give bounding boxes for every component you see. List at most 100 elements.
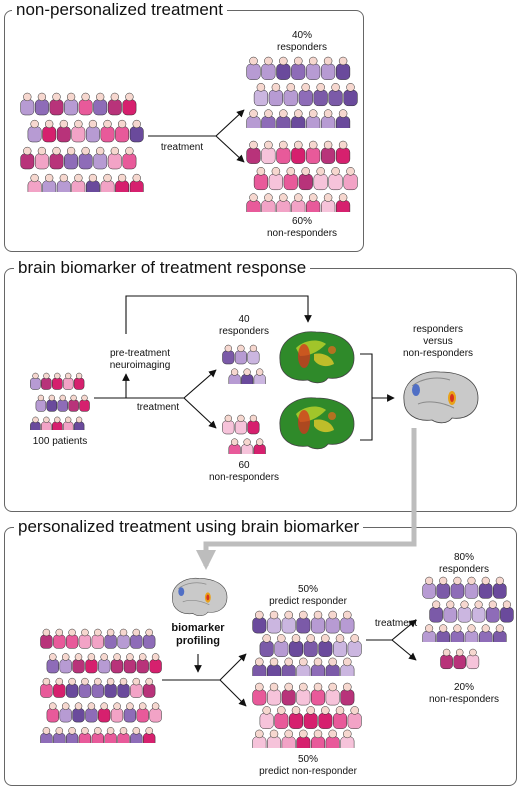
person-icon <box>486 600 500 623</box>
panel3-nonresponders-pct: 20% <box>453 682 475 693</box>
person-icon <box>222 344 235 365</box>
person-icon <box>136 653 149 674</box>
crowd-panel1-responders <box>246 56 358 128</box>
person-icon <box>464 576 479 599</box>
crowd-panel1-nonresponders <box>246 140 358 212</box>
person-icon <box>78 92 93 116</box>
person-icon <box>30 416 41 430</box>
person-icon <box>59 653 72 674</box>
person-icon <box>130 677 143 698</box>
person-icon <box>228 438 241 454</box>
person-icon <box>289 634 304 657</box>
person-icon <box>85 173 100 192</box>
person-icon <box>78 628 92 649</box>
person-icon <box>247 344 260 365</box>
panel3-nonresponders-label: non-responders <box>428 694 500 705</box>
person-icon <box>91 628 104 649</box>
person-icon <box>306 193 321 212</box>
person-icon <box>281 657 296 676</box>
person-icon <box>276 193 291 212</box>
panel2-nonresponders-label: non-responders <box>208 472 280 483</box>
person-icon <box>306 56 321 80</box>
person-icon <box>291 56 306 80</box>
person-icon <box>42 173 57 192</box>
person-icon <box>85 119 100 143</box>
person-icon <box>222 414 235 435</box>
person-icon <box>296 729 311 748</box>
person-icon <box>325 682 340 706</box>
person-icon <box>93 146 108 170</box>
panel3-responders-label: responders <box>438 564 490 575</box>
person-icon <box>57 394 68 412</box>
person-icon <box>228 368 241 384</box>
panel1-treatment-label: treatment <box>160 142 204 153</box>
person-icon <box>296 682 311 706</box>
person-icon <box>252 729 267 748</box>
brain-map-nonresponders <box>279 397 355 450</box>
person-icon <box>325 729 340 748</box>
person-icon <box>252 657 267 676</box>
person-icon <box>136 702 149 723</box>
person-icon <box>246 56 261 80</box>
person-icon <box>246 109 261 128</box>
person-icon <box>42 119 57 143</box>
panel1-nonresponders-pct: 60% <box>291 216 313 227</box>
person-icon <box>443 600 458 623</box>
person-icon <box>117 628 130 649</box>
person-icon <box>321 193 336 212</box>
person-icon <box>321 56 336 80</box>
crowd-panel3-responders <box>422 576 514 642</box>
brain-map-responders <box>279 331 355 384</box>
person-icon <box>436 576 450 599</box>
person-icon <box>110 702 124 723</box>
person-icon <box>64 146 78 170</box>
person-icon <box>471 600 486 623</box>
person-icon <box>259 706 274 729</box>
person-icon <box>298 83 313 107</box>
panel2-comparison-line3: non-responders <box>402 348 474 359</box>
person-icon <box>149 702 162 723</box>
person-icon <box>234 344 247 365</box>
panel2-responders-label: responders <box>218 326 270 337</box>
person-icon <box>115 119 130 143</box>
person-icon <box>64 92 78 116</box>
person-icon <box>65 727 79 743</box>
panel3-title: personalized treatment using brain bioma… <box>14 517 364 537</box>
person-icon <box>46 394 58 412</box>
person-icon <box>27 119 42 143</box>
person-icon <box>436 624 450 642</box>
crowd-panel3-predict-responder <box>252 610 362 676</box>
person-icon <box>318 634 333 657</box>
person-icon <box>149 653 162 674</box>
person-icon <box>422 624 436 642</box>
crowd-panel2-nonresponders <box>222 414 266 454</box>
person-icon <box>20 146 35 170</box>
person-icon <box>321 109 336 128</box>
person-icon <box>333 634 348 657</box>
person-icon <box>261 193 276 212</box>
person-icon <box>306 109 321 128</box>
panel2-responders-count: 40 <box>238 314 250 325</box>
panel2-title: brain biomarker of treatment response <box>14 258 311 278</box>
person-icon <box>267 682 282 706</box>
person-icon <box>71 119 86 143</box>
panel2-patients-label: 100 patients <box>32 436 88 447</box>
person-icon <box>328 83 343 107</box>
person-icon <box>85 702 98 723</box>
person-icon <box>283 83 298 107</box>
person-icon <box>241 368 254 384</box>
person-icon <box>261 140 276 164</box>
panel3-predict-resp-pct: 50% <box>297 584 319 595</box>
person-icon <box>40 727 53 743</box>
person-icon <box>303 706 318 729</box>
person-icon <box>261 109 276 128</box>
person-icon <box>318 706 333 729</box>
person-icon <box>98 653 111 674</box>
person-icon <box>71 173 86 192</box>
panel1-responders-pct: 40% <box>291 30 313 41</box>
person-icon <box>130 628 143 649</box>
panel3-biomarker-line1: biomarker <box>171 622 225 634</box>
person-icon <box>478 576 493 599</box>
person-icon <box>276 140 291 164</box>
